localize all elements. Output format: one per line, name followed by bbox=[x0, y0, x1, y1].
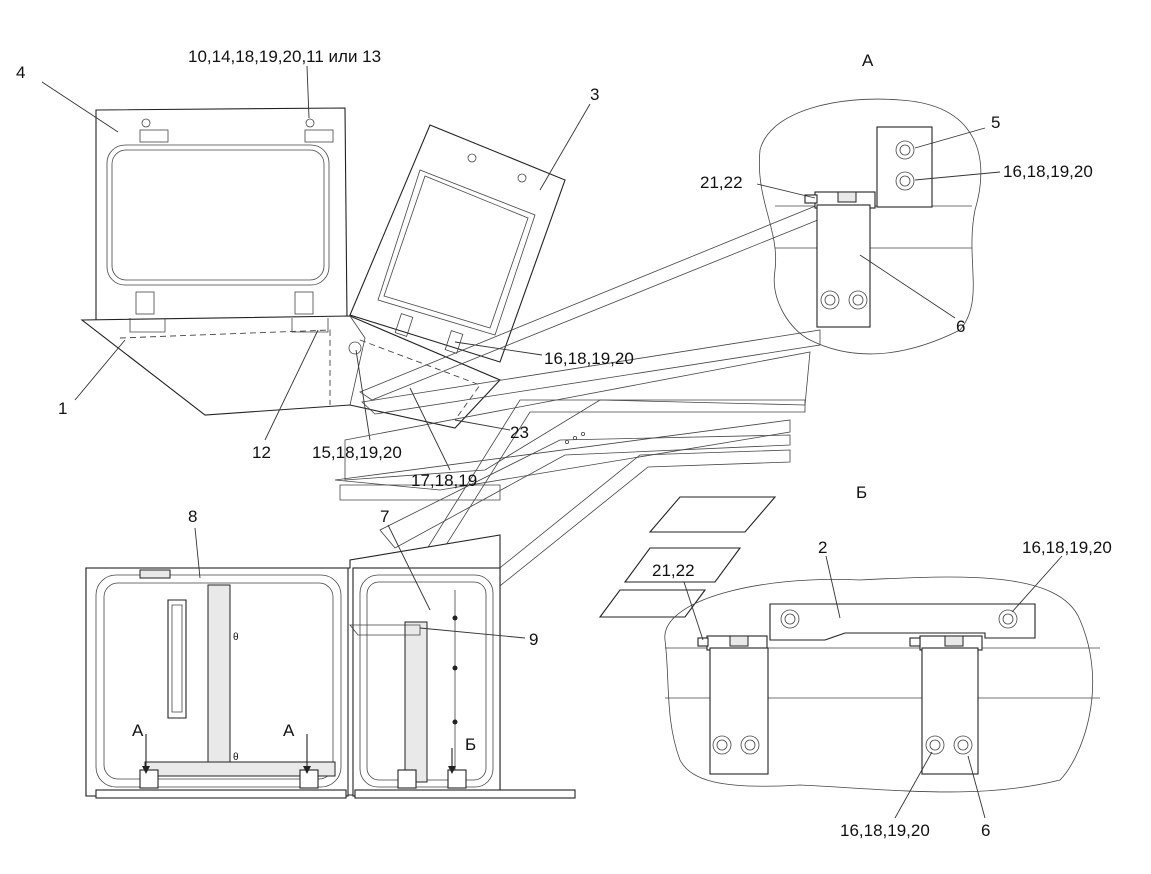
svg-text:θ: θ bbox=[233, 752, 239, 763]
detail-view-b bbox=[664, 576, 1100, 793]
callout-16-view-b-bottom: 16,18,19,20 bbox=[840, 821, 930, 840]
callout-1: 1 bbox=[58, 399, 67, 418]
front-leaders bbox=[194, 524, 526, 639]
svg-text:θ: θ bbox=[233, 632, 239, 643]
view-a-leaders bbox=[756, 127, 1001, 319]
detail-reference-bands bbox=[334, 195, 851, 618]
callout-16-mid: 16,18,19,20 bbox=[544, 349, 634, 368]
view-title-a: А bbox=[862, 51, 874, 70]
box-body-part-1 bbox=[80, 315, 501, 429]
callout-2: 2 bbox=[818, 538, 827, 557]
section-arrow-a2: А bbox=[283, 721, 295, 740]
callout-labels: 4 10,14,18,19,20,11 или 13 3 1 12 16,18,… bbox=[16, 47, 1112, 840]
callout-15: 15,18,19,20 bbox=[312, 443, 402, 462]
callout-7: 7 bbox=[380, 507, 389, 526]
callout-23: 23 bbox=[510, 423, 529, 442]
lid-part-3 bbox=[349, 124, 566, 363]
callout-4: 4 bbox=[16, 63, 25, 82]
callout-6-view-b: 6 bbox=[981, 821, 990, 840]
callout-16-view-b-top: 16,18,19,20 bbox=[1022, 538, 1112, 557]
section-arrow-b: Б bbox=[465, 735, 476, 754]
callout-21-view-a: 21,22 bbox=[700, 173, 743, 192]
section-arrow-a1: А bbox=[132, 721, 144, 740]
callout-21-view-b: 21,22 bbox=[652, 561, 695, 580]
callout-3: 3 bbox=[590, 85, 599, 104]
callout-12: 12 bbox=[252, 443, 271, 462]
isometric-leaders bbox=[41, 65, 591, 471]
detail-view-a bbox=[758, 98, 982, 355]
view-title-b: Б bbox=[856, 483, 867, 502]
callout-6-view-a: 6 bbox=[956, 317, 965, 336]
callout-16-view-a: 16,18,19,20 bbox=[1003, 162, 1093, 181]
view-b-leaders bbox=[683, 555, 1063, 819]
isometric-view bbox=[80, 107, 566, 429]
front-view: θ θ bbox=[85, 534, 576, 799]
lid-part-4 bbox=[95, 107, 348, 323]
callout-9: 9 bbox=[529, 630, 538, 649]
callout-5: 5 bbox=[991, 113, 1000, 132]
callout-fasteners-top: 10,14,18,19,20,11 или 13 bbox=[188, 47, 381, 66]
callout-17: 17,18,19 bbox=[411, 471, 477, 490]
callout-8: 8 bbox=[188, 507, 197, 526]
